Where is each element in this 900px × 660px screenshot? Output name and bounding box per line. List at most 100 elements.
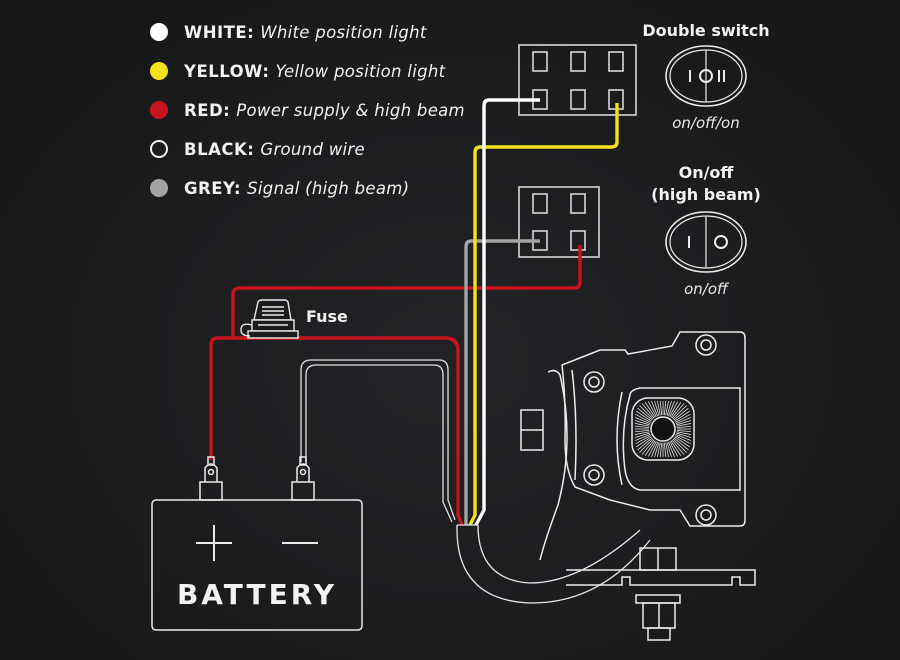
yellow-position-wire xyxy=(468,103,619,526)
lens-ray xyxy=(634,423,650,427)
yellow-dot-icon xyxy=(150,62,168,80)
lens-ray xyxy=(654,400,660,416)
black-ground-wire xyxy=(300,359,456,523)
single-switch-title-line2: (high beam) xyxy=(651,185,761,204)
lens-ray xyxy=(676,425,692,429)
lens-ray xyxy=(676,431,692,435)
legend-key: BLACK: xyxy=(184,139,255,159)
legend-description: Ground wire xyxy=(260,139,365,159)
legend-description: White position light xyxy=(260,22,427,42)
lens-ray xyxy=(657,442,661,458)
lens-ray xyxy=(675,435,691,445)
lens-ray xyxy=(670,440,682,456)
lens-ray xyxy=(647,441,657,457)
double-switch-caption: on/off/on xyxy=(672,114,740,132)
lens-ray xyxy=(672,438,687,453)
lens-ray xyxy=(634,429,650,433)
double-switch-connector xyxy=(518,44,637,116)
lens-ray xyxy=(634,431,650,435)
lens-ray xyxy=(657,400,661,416)
legend-key: WHITE: xyxy=(184,22,255,42)
lens-ray xyxy=(636,436,652,448)
lens-ray xyxy=(635,413,651,423)
lens-ray xyxy=(676,420,692,426)
legend-item-yellow: YELLOW: Yellow position light xyxy=(150,59,445,83)
fuse-icon xyxy=(240,299,299,339)
lens-ray xyxy=(663,400,667,416)
lens-ray xyxy=(659,442,663,458)
legend-item-grey: GREY: Signal (high beam) xyxy=(150,176,409,200)
battery-plus-icon xyxy=(196,525,232,561)
lens-ray xyxy=(663,442,667,458)
legend-description: Signal (high beam) xyxy=(247,178,410,198)
lens-ray xyxy=(637,437,653,451)
lens-ray xyxy=(641,439,655,455)
grey-dot-icon xyxy=(150,179,168,197)
single-switch-title-line1: On/off xyxy=(678,163,734,182)
lens-ray xyxy=(674,436,690,448)
work-lamp-icon xyxy=(520,331,756,641)
single-switch-icon xyxy=(665,211,747,273)
lens-ray xyxy=(651,441,659,457)
lens-ray xyxy=(639,438,654,453)
lens-ray xyxy=(671,439,685,455)
legend-item-red: RED: Power supply & high beam xyxy=(150,98,465,122)
lens-ray xyxy=(671,403,685,419)
lens-ray xyxy=(651,401,659,417)
lens-ray xyxy=(644,402,656,418)
battery xyxy=(151,456,363,631)
lens-ray xyxy=(669,441,679,457)
lens-ray xyxy=(669,401,679,417)
lens-ray xyxy=(654,442,660,458)
lens-ray xyxy=(667,441,675,457)
lens-ray xyxy=(659,400,663,416)
lens-ray xyxy=(636,410,652,422)
lens-ray xyxy=(676,423,692,427)
lens-ray xyxy=(637,407,653,421)
lens-ray xyxy=(647,401,657,417)
legend-key: YELLOW: xyxy=(184,61,270,81)
fuse-label: Fuse xyxy=(306,307,348,326)
double-switch-icon xyxy=(665,45,747,107)
battery-label: BATTERY xyxy=(176,578,338,611)
legend-description: Yellow position light xyxy=(275,61,446,81)
lens-ray xyxy=(635,433,651,441)
legend-description: Power supply & high beam xyxy=(236,100,465,120)
lens-ray xyxy=(676,429,692,433)
lens-ray xyxy=(635,435,651,445)
lens-ray xyxy=(673,437,689,451)
white-position-wire xyxy=(474,98,540,526)
lens-ray xyxy=(672,405,687,420)
single-switch-connector xyxy=(518,186,600,258)
lens-ray xyxy=(666,442,672,458)
lens-ray xyxy=(675,433,691,441)
black-dot-icon xyxy=(150,140,168,158)
grey-signal-wire xyxy=(464,239,540,525)
lens-ray xyxy=(641,403,655,419)
red-power-wire xyxy=(209,245,582,526)
lens-ray xyxy=(666,400,672,416)
legend-key: RED: xyxy=(184,100,231,120)
white-dot-icon xyxy=(150,23,168,41)
lens-ray xyxy=(676,432,692,438)
single-switch-caption: on/off xyxy=(684,280,728,298)
lens-ray xyxy=(634,420,650,426)
legend-item-white: WHITE: White position light xyxy=(150,20,427,44)
lens-ray xyxy=(634,432,650,438)
red-dot-icon xyxy=(150,101,168,119)
lens-ray xyxy=(675,417,691,425)
lens-ray xyxy=(674,410,690,422)
lens-ray xyxy=(675,413,691,423)
double-switch-title: Double switch xyxy=(642,21,770,40)
lens-ray xyxy=(667,401,675,417)
lens-ray xyxy=(665,442,669,458)
lens-ray xyxy=(639,405,654,420)
cable-sleeve xyxy=(456,524,651,604)
legend-item-black: BLACK: Ground wire xyxy=(150,137,365,161)
lamp-lens-rays xyxy=(634,400,692,458)
legend-key: GREY: xyxy=(184,178,242,198)
lens-ray xyxy=(665,400,669,416)
lens-ray xyxy=(635,417,651,425)
